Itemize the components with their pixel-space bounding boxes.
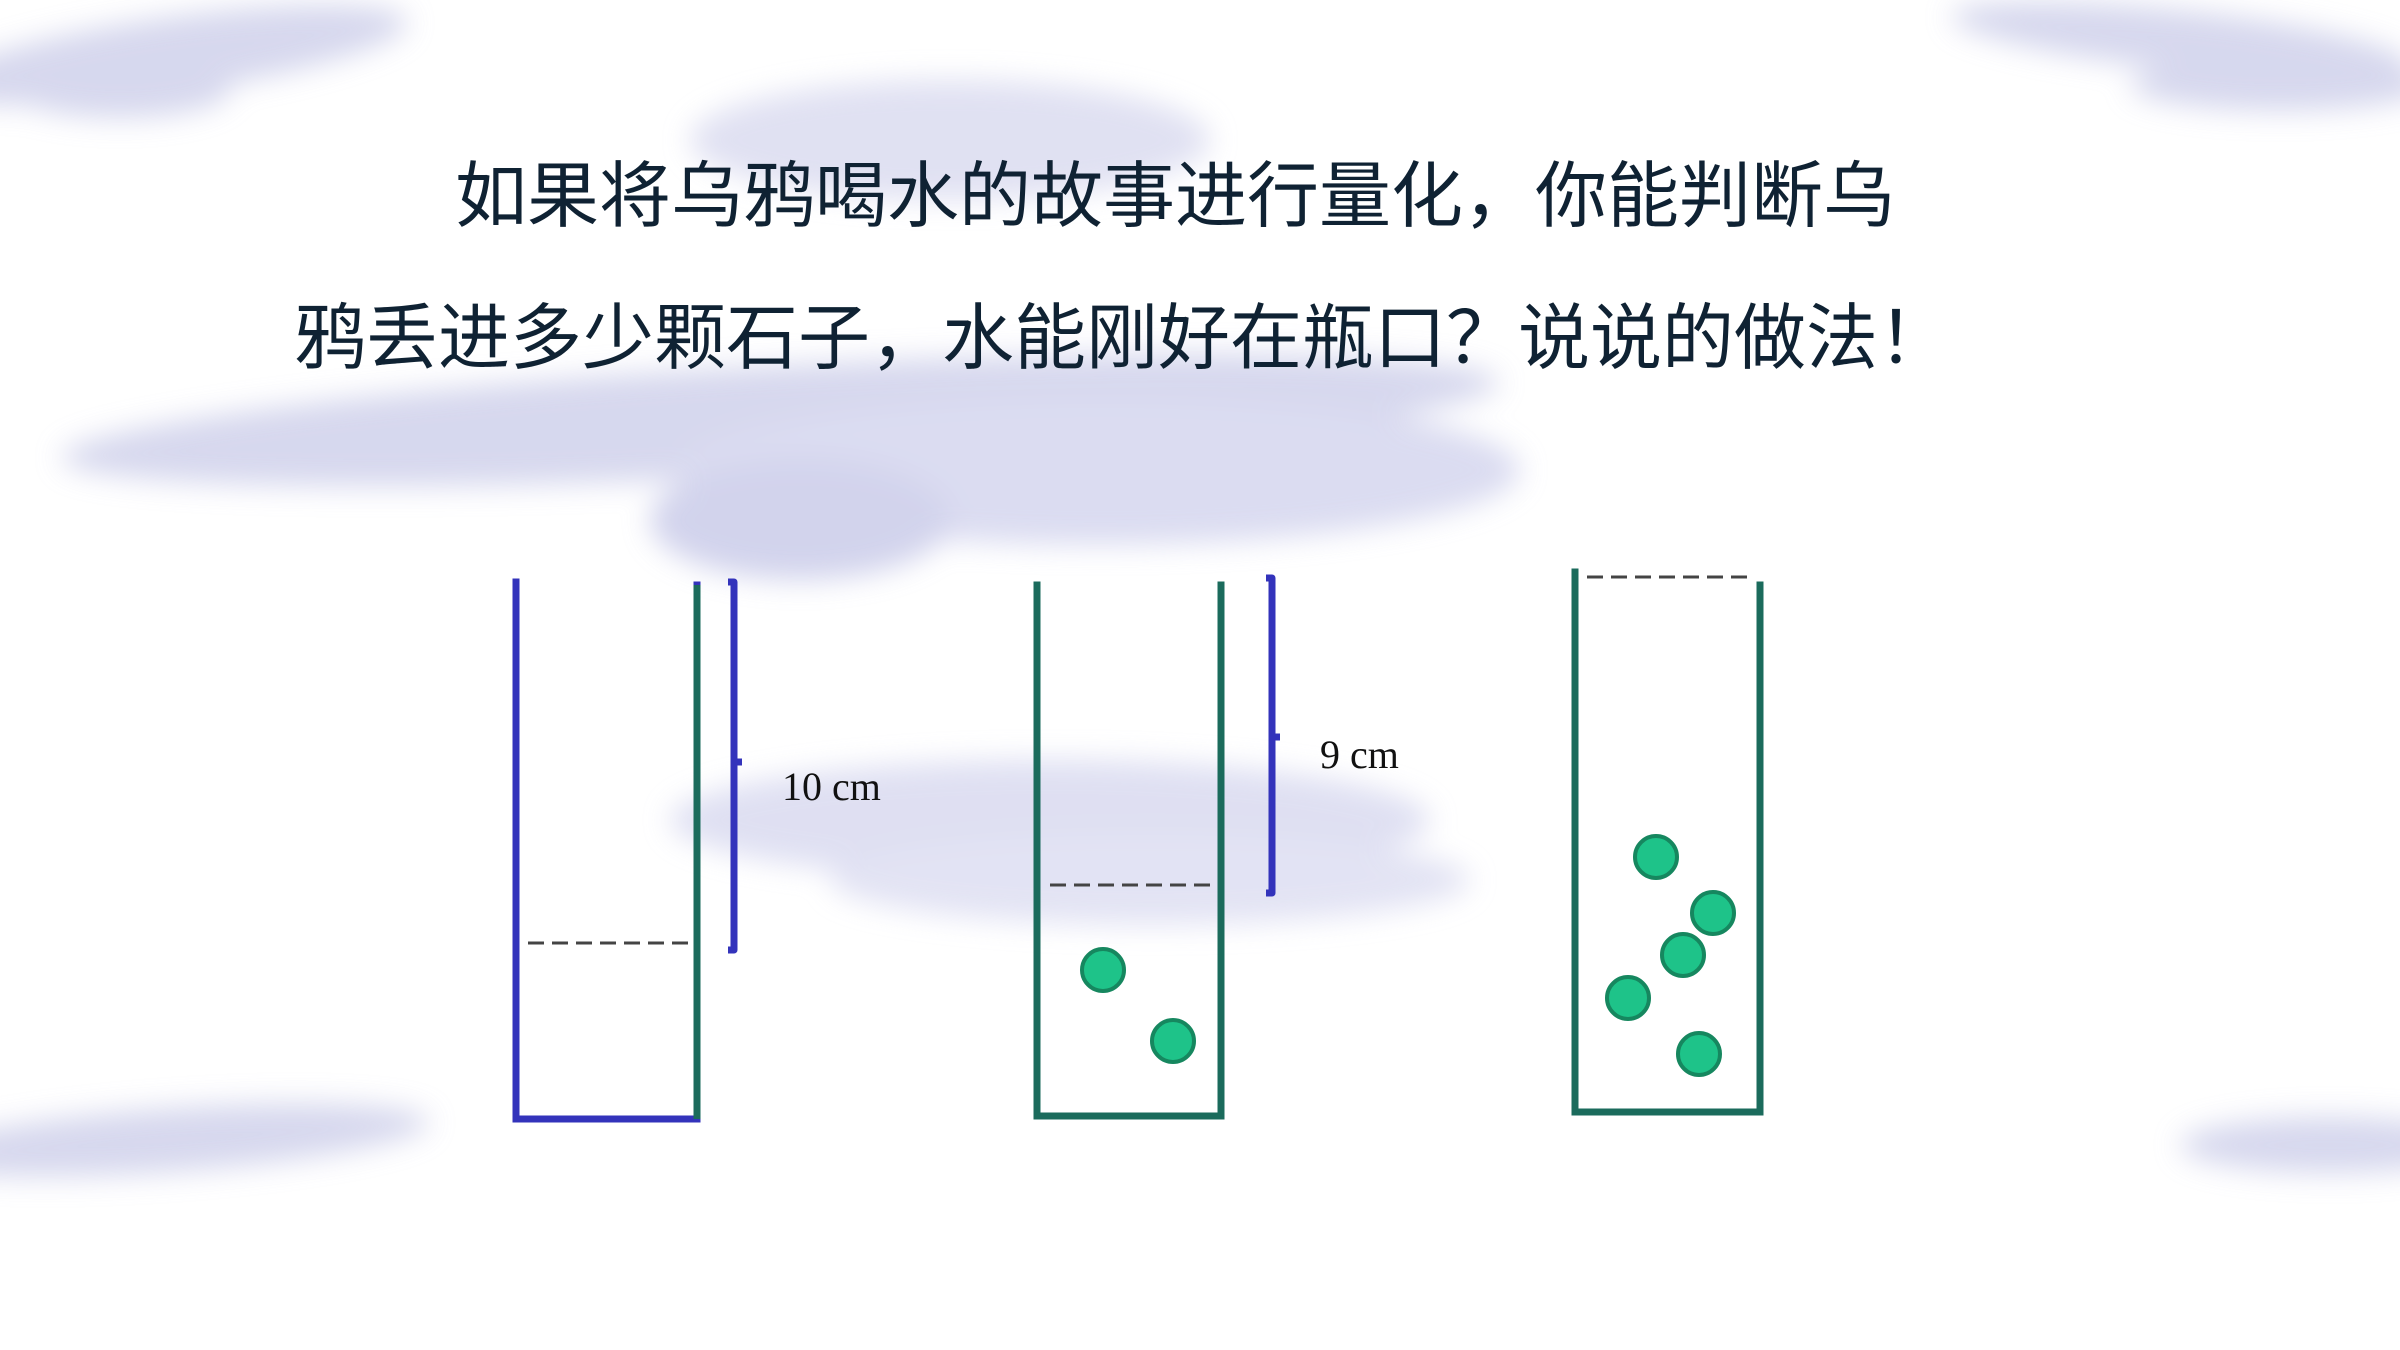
jar-2-outline (1033, 581, 1225, 1120)
jar-2-measure-label: 9 cm (1320, 732, 1399, 777)
jar-1-measure-label: 10 cm (782, 764, 881, 809)
jar-1-outline (512, 578, 701, 1123)
question-line-2: 鸦丢进多少颗石子，水能刚好在瓶口？说说的做法！ (294, 296, 1951, 380)
question-line-1: 如果将乌鸦喝水的故事进行量化，你能判断乌 (455, 154, 1896, 238)
stone (1150, 1018, 1196, 1064)
jar-1: 10 cm (512, 578, 881, 1123)
jar-3 (1571, 568, 1764, 1116)
jar-2-measure-bracket (1266, 574, 1280, 897)
stone (1080, 947, 1126, 993)
jar-2: 9 cm (1033, 574, 1399, 1120)
jar-1-measure-bracket (728, 578, 742, 954)
jar-3-outline (1571, 568, 1764, 1116)
stone (1633, 834, 1679, 880)
stone (1605, 975, 1651, 1021)
stone (1676, 1031, 1722, 1077)
stone (1690, 890, 1736, 936)
stone (1660, 932, 1706, 978)
